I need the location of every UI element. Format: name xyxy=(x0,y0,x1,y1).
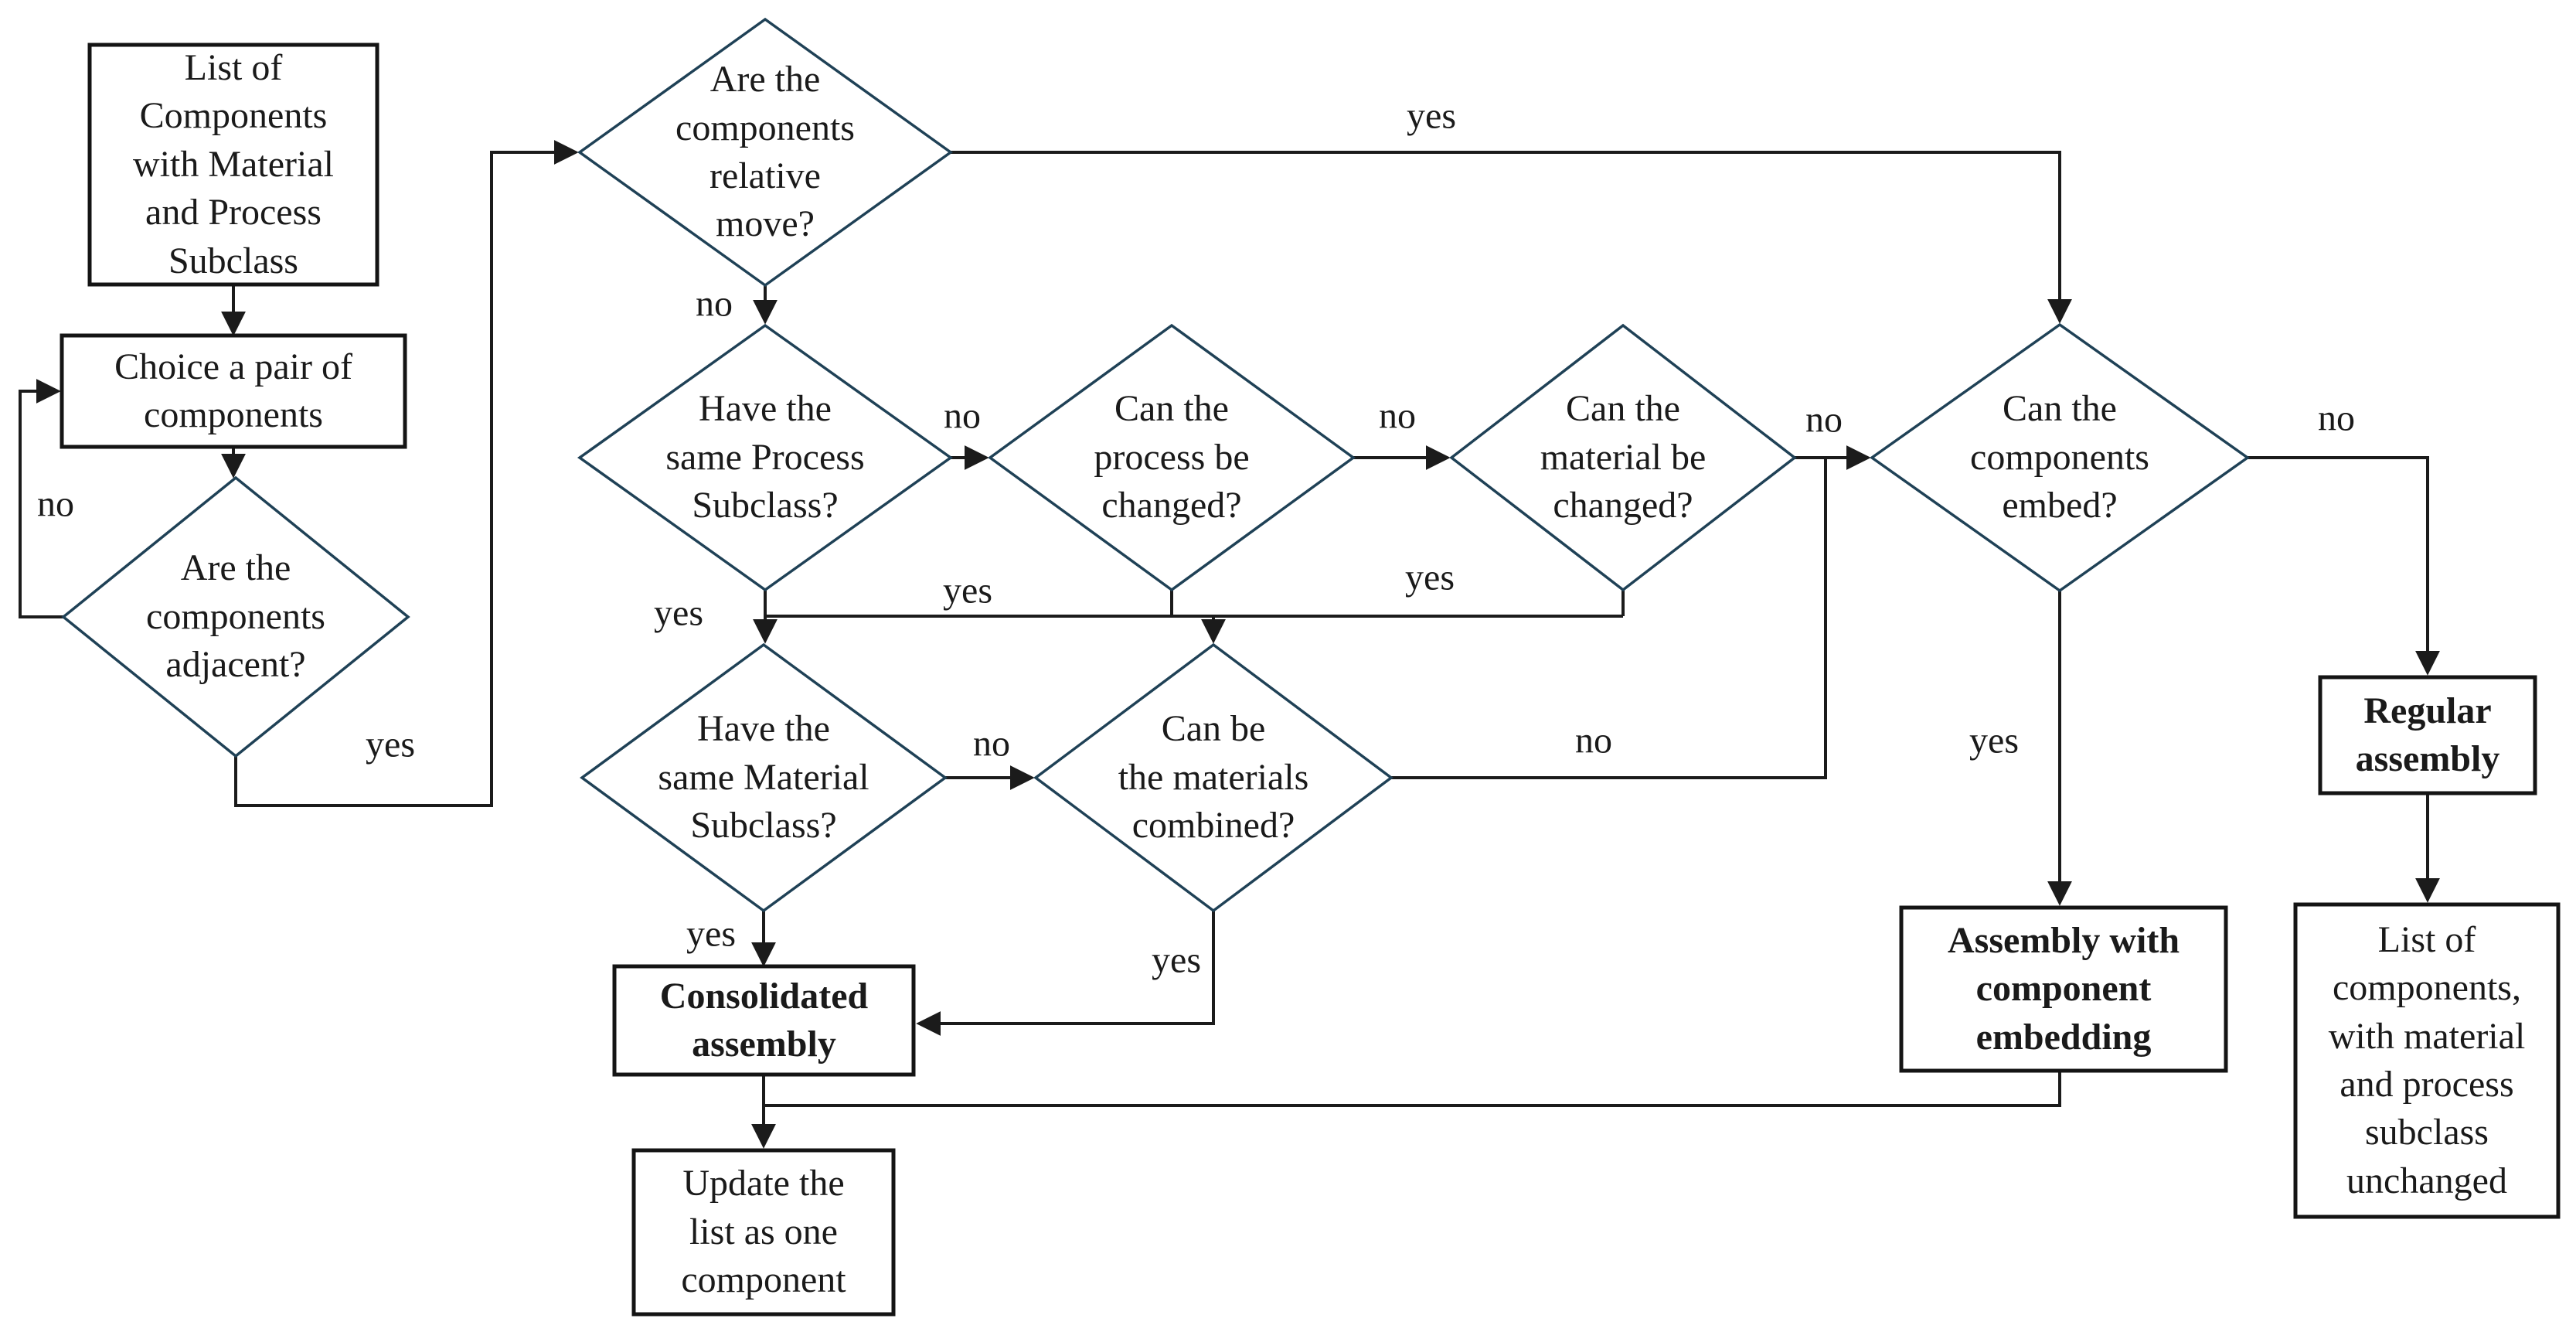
diamond-process-changed xyxy=(988,323,1356,592)
node-label-process-subclass: Have the same Process Subclass? xyxy=(665,388,865,526)
edge-label-relative-move-no: no xyxy=(696,283,733,325)
node-label-list-end: List of components, with material and pr… xyxy=(2328,918,2526,1201)
edge-label-material-changed-no: no xyxy=(1805,399,1843,441)
node-label-update: Update the list as one component xyxy=(681,1163,846,1301)
edge-label-process-subclass-yes: yes xyxy=(654,592,703,634)
edge-embed-no xyxy=(2248,456,2440,676)
node-label-embedding: Assembly with component embedding xyxy=(1947,919,2180,1058)
edge-embedding-to-update xyxy=(764,1071,2061,1107)
node-label-relative-move: Are the components relative move? xyxy=(675,59,855,245)
diamond-adjacent xyxy=(61,475,410,758)
node-label-regular: Regular assembly xyxy=(2355,690,2500,779)
node-label-material-changed: Can the material be changed? xyxy=(1540,388,1707,526)
edge-label-process-subclass-no: no xyxy=(944,395,981,437)
node-label-list-start: List of Components with Material and Pro… xyxy=(133,47,334,281)
box-update xyxy=(631,1148,896,1317)
edge-label-materials-combined-no: no xyxy=(1575,720,1612,761)
edge-label-adjacent-yes: yes xyxy=(366,724,415,765)
edge-label-process-changed-yes: yes xyxy=(943,570,992,611)
node-label-process-changed: Can the process be changed? xyxy=(1094,388,1250,526)
node-label-materials-combined: Can be the materials combined? xyxy=(1118,708,1309,847)
diamond-material-changed xyxy=(1449,323,1797,592)
edge-materials-combined-yes xyxy=(916,911,1215,1036)
diamond-materials-combined xyxy=(1033,642,1393,913)
node-label-material-subclass: Have the same Material Subclass? xyxy=(658,708,869,847)
box-choice xyxy=(60,333,407,449)
edge-materials-combined-no xyxy=(1391,458,1827,779)
edge-label-adjacent-no: no xyxy=(37,483,74,525)
edge-label-material-subclass-no: no xyxy=(973,723,1010,765)
diamond-embed xyxy=(1869,322,2251,593)
diamond-relative-move xyxy=(577,17,954,288)
edge-relative-move-yes xyxy=(951,151,2072,324)
diamond-process-subclass xyxy=(577,323,954,592)
diamond-material-subclass xyxy=(580,642,948,913)
edge-label-embed-yes: yes xyxy=(1969,720,2019,761)
edge-label-relative-move-yes: yes xyxy=(1407,95,1456,137)
edge-label-embed-no: no xyxy=(2318,397,2355,439)
edge-label-material-subclass-yes: yes xyxy=(686,913,736,955)
box-embedding xyxy=(1899,905,2228,1073)
edge-adjacent-no xyxy=(19,379,63,618)
node-label-choice: Choice a pair of components xyxy=(114,346,352,435)
box-list-end xyxy=(2293,902,2561,1219)
edge-label-materials-combined-yes: yes xyxy=(1152,939,1201,981)
node-label-adjacent: Are the components adjacent? xyxy=(146,547,325,686)
box-consolidated xyxy=(612,964,916,1077)
edge-adjacent-yes xyxy=(234,140,579,807)
node-label-consolidated: Consolidated assembly xyxy=(659,975,869,1065)
node-label-embed: Can the components embed? xyxy=(1970,388,2149,526)
edge-label-material-changed-yes: yes xyxy=(1405,557,1455,598)
edge-label-process-changed-no: no xyxy=(1379,395,1416,437)
box-regular xyxy=(2318,675,2537,795)
box-list-start xyxy=(87,43,379,287)
